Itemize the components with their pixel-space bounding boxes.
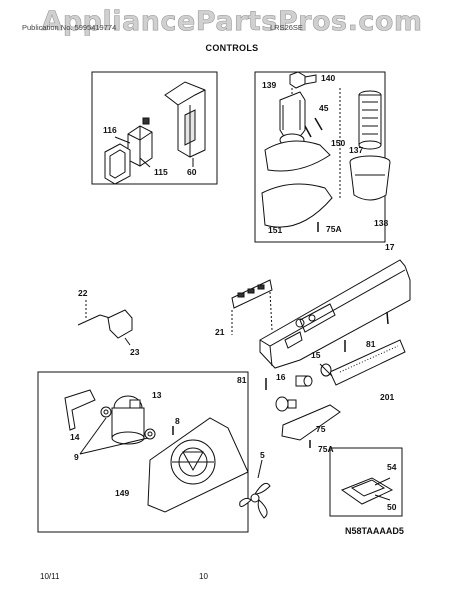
housing-part-60 xyxy=(164,81,206,158)
housing-subassembly-frame xyxy=(91,71,218,185)
screw-45 xyxy=(314,117,323,131)
model-number: LRS26SE xyxy=(270,23,303,32)
grommet-part-9 xyxy=(100,406,156,440)
callout-201: 201 xyxy=(380,392,394,402)
cover-part-23 xyxy=(107,309,133,339)
thermistor-part-22 xyxy=(77,300,111,326)
cover-part-150 xyxy=(264,140,331,172)
filter-subassembly-frame xyxy=(254,71,386,243)
callout-75: 75 xyxy=(316,424,326,434)
lamp-part-15-lower xyxy=(275,396,297,412)
publication-number: Publication No. 5995419774 xyxy=(22,23,117,32)
footer-date: 10/11 xyxy=(40,572,60,581)
callout-50: 50 xyxy=(387,502,397,512)
callout-23: 23 xyxy=(130,347,140,357)
elbow-fitting-140 xyxy=(289,71,317,89)
watermark-logo: AppliancePartsPros.com xyxy=(41,6,423,38)
callout-54: 54 xyxy=(387,462,397,472)
callout-140: 140 xyxy=(321,73,335,83)
inset-frame xyxy=(329,447,403,517)
callout-75a-top: 75A xyxy=(326,224,342,234)
callout-149: 149 xyxy=(115,488,129,498)
bezel-part-116 xyxy=(104,143,131,185)
callout-115: 115 xyxy=(154,167,168,177)
filter-head-139 xyxy=(279,91,306,147)
callout-5: 5 xyxy=(260,450,265,460)
callout-45: 45 xyxy=(319,103,329,113)
fan-motor-13 xyxy=(111,395,145,445)
filter-bowl-138 xyxy=(349,155,391,201)
control-panel-201 xyxy=(329,339,406,386)
control-panel-21 xyxy=(231,279,273,309)
diagram-reference-code: N58TAAAAD5 xyxy=(345,526,404,536)
callout-16: 16 xyxy=(276,372,286,382)
callout-60: 60 xyxy=(187,167,197,177)
fan-subassembly-frame xyxy=(37,371,249,533)
page-title: CONTROLS xyxy=(205,43,259,53)
callout-9: 9 xyxy=(74,452,79,462)
callout-22: 22 xyxy=(78,288,88,298)
callout-81-right: 81 xyxy=(366,339,376,349)
callout-137: 137 xyxy=(349,145,363,155)
callout-75a-bottom: 75A xyxy=(318,444,334,454)
callout-138: 138 xyxy=(374,218,388,228)
callout-116: 116 xyxy=(103,125,117,135)
callout-13: 13 xyxy=(152,390,162,400)
callout-139: 139 xyxy=(262,80,276,90)
fan-shroud-149 xyxy=(147,417,249,513)
callout-151: 151 xyxy=(268,225,282,235)
fan-blade-5 xyxy=(239,482,271,519)
callout-8: 8 xyxy=(175,416,180,426)
callout-17: 17 xyxy=(385,242,395,252)
callout-21: 21 xyxy=(215,327,225,337)
control-part-115 xyxy=(127,117,153,167)
callout-15: 15 xyxy=(311,350,321,360)
callout-14: 14 xyxy=(70,432,80,442)
bracket-part-75 xyxy=(281,404,341,441)
lamp-part-15 xyxy=(319,363,333,377)
page-number: 10 xyxy=(199,572,208,581)
callout-81-left: 81 xyxy=(237,375,247,385)
filter-cartridge-137 xyxy=(358,90,382,150)
control-housing-17 xyxy=(259,259,411,369)
cover-part-151 xyxy=(261,183,333,228)
switch-part-16 xyxy=(295,375,313,387)
bracket-part-14 xyxy=(64,389,96,431)
callout-150: 150 xyxy=(331,138,345,148)
